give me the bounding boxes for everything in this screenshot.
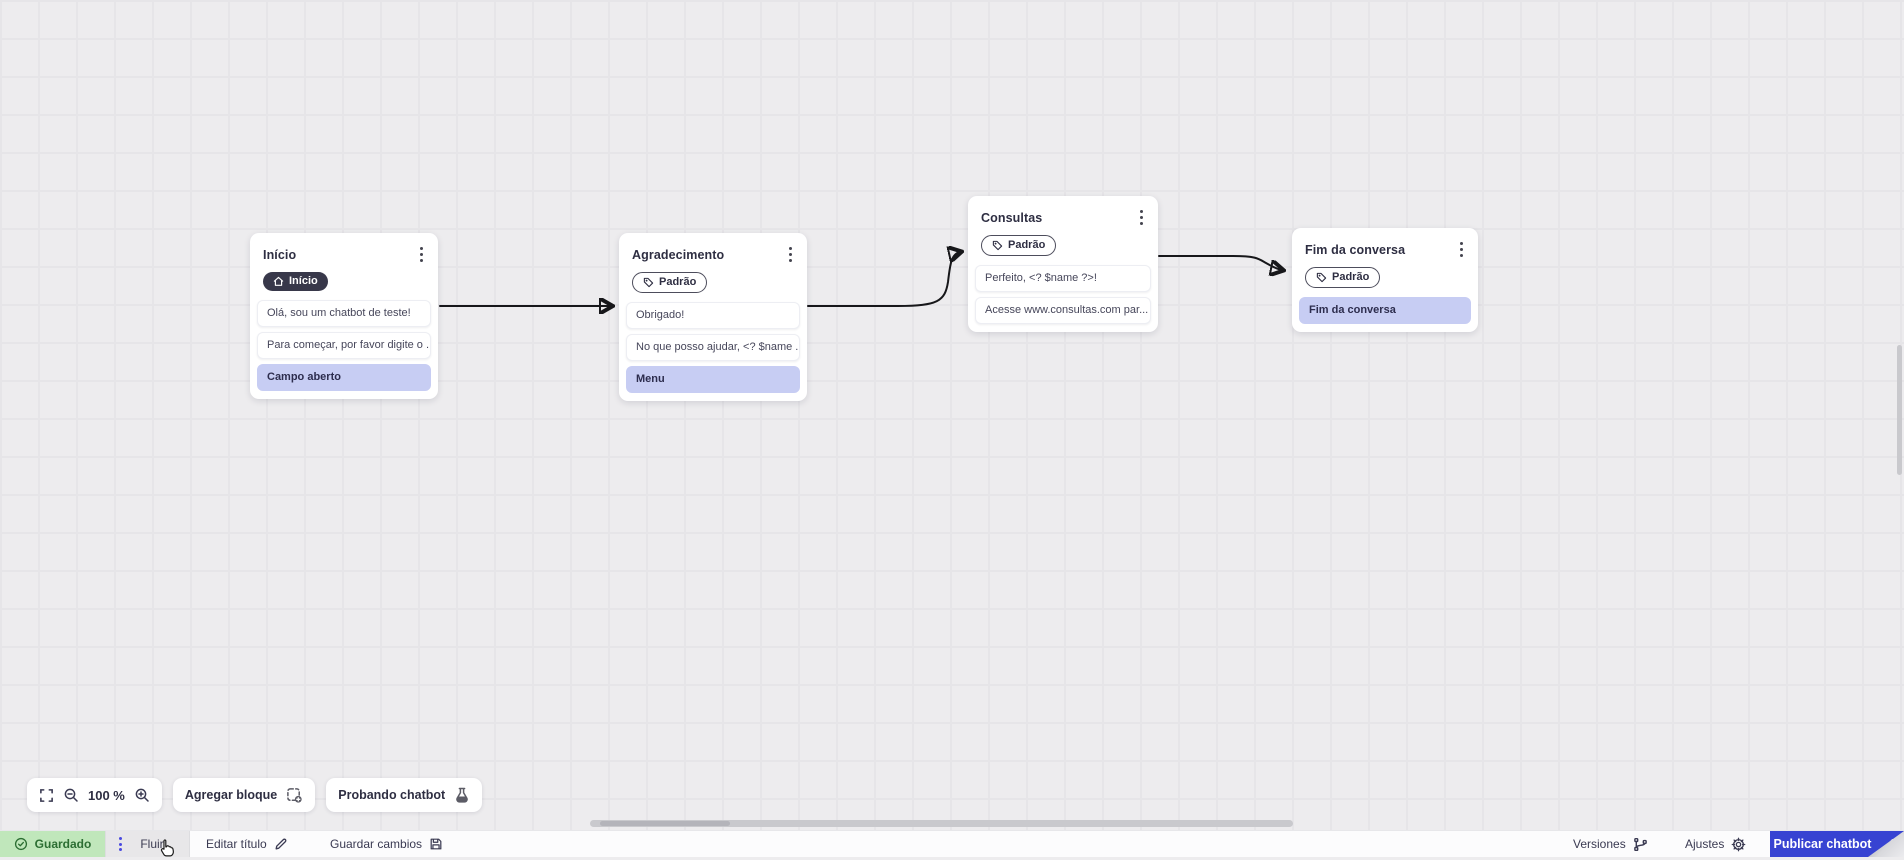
upload-icon — [1887, 838, 1899, 850]
flow-node-fim-da-conversa[interactable]: Fim da conversa Padrão Fim da conversa — [1292, 228, 1478, 333]
action-row[interactable]: Campo aberto — [257, 363, 431, 391]
node-title: Consultas — [981, 210, 1043, 225]
versions-button[interactable]: Versiones — [1573, 831, 1648, 857]
node-badge-label: Padrão — [659, 276, 697, 288]
vertical-scrollbar[interactable] — [1897, 345, 1902, 475]
publish-chatbot-label: Publicar chatbot — [1773, 837, 1872, 851]
node-badge-label: Padrão — [1008, 239, 1046, 251]
flask-icon — [456, 787, 468, 803]
node-badge-label: Padrão — [1332, 271, 1370, 283]
add-block-icon — [287, 787, 302, 803]
pencil-icon — [275, 838, 287, 850]
test-chatbot-label: Probando chatbot — [338, 788, 446, 802]
test-chatbot-button[interactable]: Probando chatbot — [326, 778, 483, 812]
zoom-out-icon[interactable] — [63, 787, 79, 803]
node-title: Agradecimento — [632, 247, 725, 262]
tab-flow[interactable]: Fluir — [105, 831, 190, 857]
message-row[interactable]: Perfeito, <? $name ?>! — [975, 265, 1151, 293]
tag-icon — [1316, 272, 1327, 283]
message-row[interactable]: No que posso ajudar, <? $name ... — [626, 334, 800, 361]
git-branch-icon — [1633, 837, 1647, 851]
node-title: Início — [263, 247, 297, 262]
publish-chatbot-button[interactable]: Publicar chatbot — [1770, 831, 1904, 857]
tag-icon — [643, 277, 654, 288]
edge-agradecimento-consultas — [807, 252, 960, 307]
add-block-label: Agregar bloque — [184, 788, 278, 802]
check-circle-icon — [14, 837, 27, 851]
fullscreen-icon[interactable] — [39, 788, 54, 803]
node-badge: Padrão — [1305, 267, 1381, 289]
zoom-in-icon[interactable] — [134, 787, 150, 803]
message-row[interactable]: Acesse www.consultas.com par... — [975, 297, 1151, 324]
save-changes-button[interactable]: Guardar cambios — [330, 831, 443, 857]
node-title: Fim da conversa — [1305, 242, 1406, 257]
horizontal-scrollbar-thumb[interactable] — [600, 821, 730, 826]
node-badge: Padrão — [981, 235, 1057, 257]
add-block-button[interactable]: Agregar bloque — [172, 778, 316, 812]
node-menu-button[interactable] — [784, 245, 797, 264]
node-badge: Início — [263, 272, 328, 292]
versions-label: Versiones — [1573, 837, 1626, 851]
flow-node-inicio[interactable]: Início Início Olá, sou um chatbot de tes… — [250, 233, 438, 399]
gear-icon — [1732, 837, 1746, 851]
action-row[interactable]: Menu — [626, 365, 800, 393]
node-badge: Padrão — [632, 272, 708, 294]
node-menu-button[interactable] — [1455, 240, 1468, 259]
home-icon — [273, 276, 284, 286]
zoom-controls: 100 % — [27, 778, 162, 812]
edit-title-button[interactable]: Editar título — [206, 831, 288, 857]
node-badge-label: Início — [289, 275, 318, 287]
tag-icon — [992, 240, 1003, 251]
horizontal-scrollbar[interactable] — [590, 820, 1293, 827]
message-row[interactable]: Olá, sou um chatbot de teste! — [257, 300, 431, 328]
message-row[interactable]: Obrigado! — [626, 302, 800, 330]
flow-node-agradecimento[interactable]: Agradecimento Padrão Obrigado! No que po… — [619, 233, 807, 401]
flow-tab-label: Fluir — [140, 837, 164, 851]
saved-status-badge: Guardado — [0, 831, 105, 857]
settings-label: Ajustes — [1685, 837, 1725, 851]
settings-button[interactable]: Ajustes — [1685, 831, 1746, 857]
node-menu-button[interactable] — [415, 245, 428, 264]
flow-menu-kebab-icon[interactable] — [119, 837, 122, 851]
save-changes-label: Guardar cambios — [330, 837, 423, 851]
floppy-icon — [430, 838, 442, 850]
node-menu-button[interactable] — [1135, 208, 1148, 227]
saved-status-label: Guardado — [34, 837, 92, 851]
zoom-level: 100 % — [88, 787, 125, 803]
message-row[interactable]: Para começar, por favor digite o ... — [257, 332, 431, 359]
edge-consultas-fim — [1158, 255, 1282, 270]
canvas-toolbar: 100 % Agregar bloque Probando chatbot — [27, 778, 483, 812]
edit-title-label: Editar título — [206, 837, 267, 851]
footer-bar: Guardado Fluir Editar título Guardar cam… — [0, 830, 1904, 857]
flow-node-consultas[interactable]: Consultas Padrão Perfeito, <? $name ?>! … — [968, 196, 1158, 332]
action-row[interactable]: Fim da conversa — [1299, 297, 1471, 325]
